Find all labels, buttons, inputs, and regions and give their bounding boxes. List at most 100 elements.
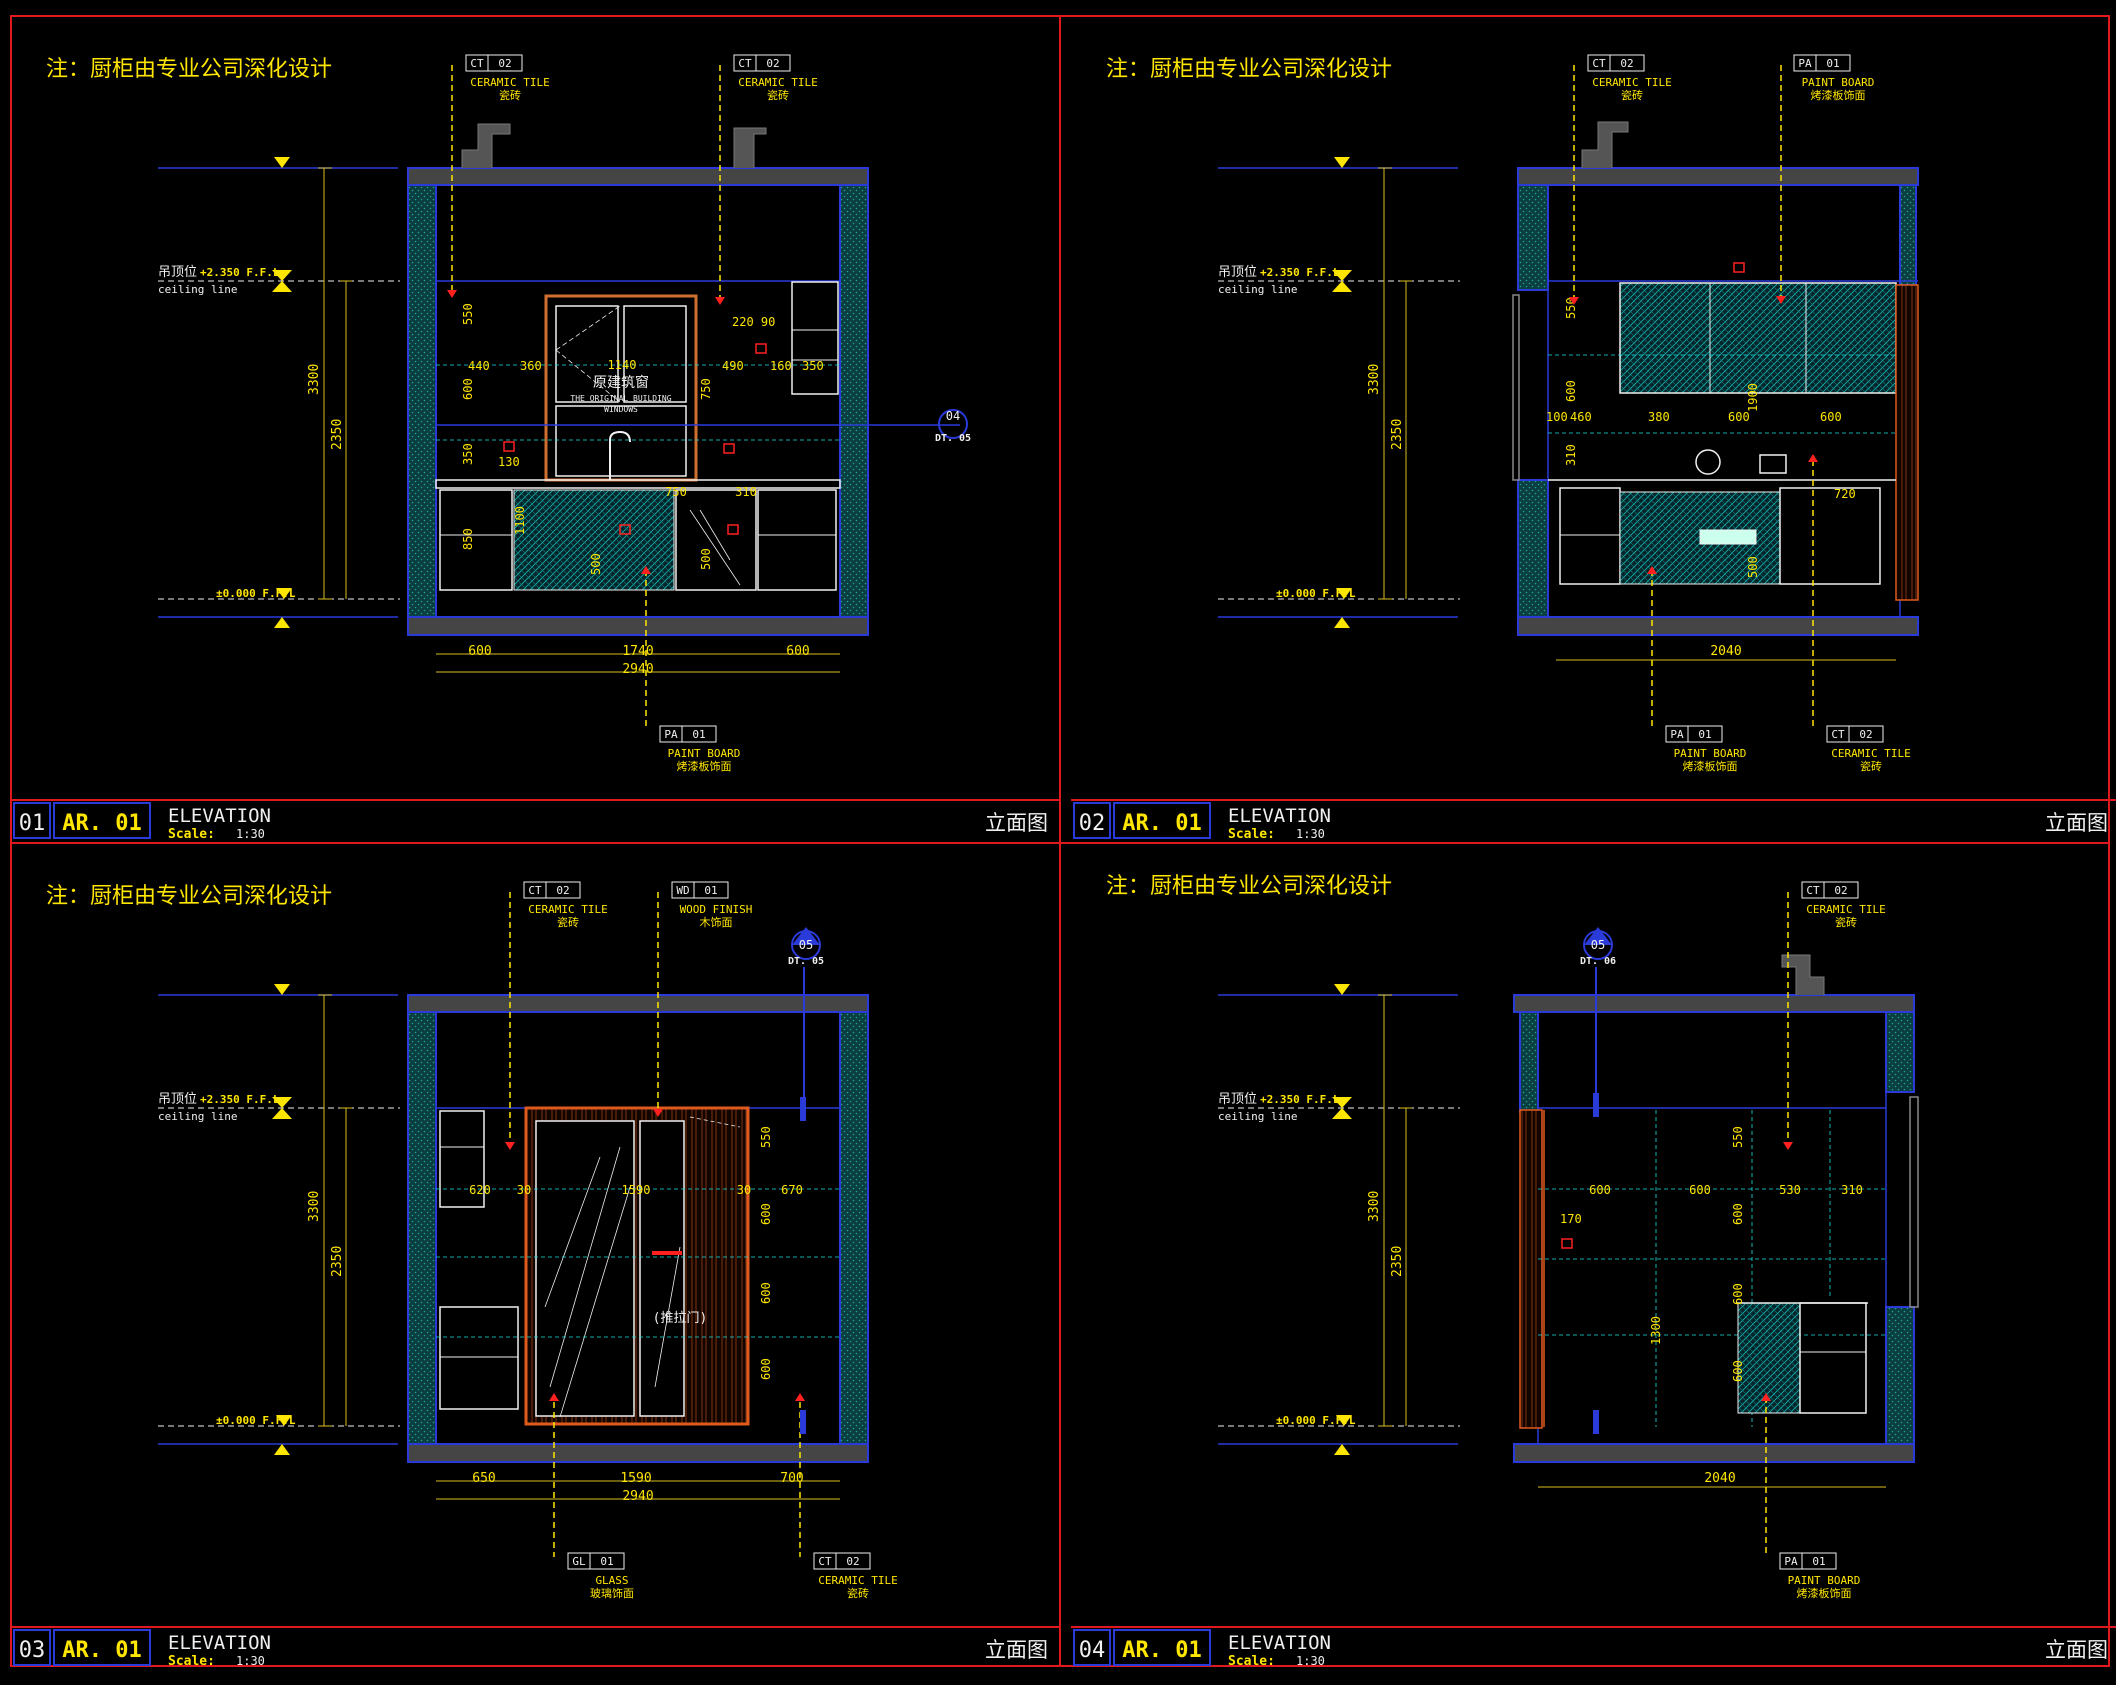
section-cut-marker <box>800 1410 806 1434</box>
material-tag-chinese: 瓷砖 <box>499 88 521 102</box>
dishwasher-vent <box>1699 529 1757 545</box>
dimension: 600 <box>461 378 475 400</box>
callout-number: 05 <box>1591 938 1605 952</box>
material-tag-chinese: 烤漆板饰面 <box>1797 1586 1852 1600</box>
ceiling-slab <box>407 994 869 1013</box>
left-wall-lower <box>1517 479 1549 618</box>
material-tag-english: CERAMIC TILE <box>528 903 607 916</box>
drawing-number-box <box>13 1629 51 1666</box>
dimension: 650 <box>472 1471 495 1486</box>
bottom-level-triangle-icon <box>274 1444 290 1455</box>
scale-label: Scale: <box>1228 1654 1275 1669</box>
floor-slab <box>1513 1443 1915 1463</box>
dimension: 500 <box>589 553 603 575</box>
material-tag-box <box>523 881 581 899</box>
dimension-3300: 3300 <box>307 364 322 395</box>
material-tag-box <box>813 1552 871 1570</box>
dimension: 600 <box>1564 380 1578 402</box>
window-label-en: THE ORIGINAL BUILDING <box>570 394 671 403</box>
dimension: 600 <box>759 1203 773 1225</box>
material-tag-chinese: 瓷砖 <box>1835 915 1857 929</box>
dimension: 670 <box>781 1183 803 1197</box>
pot-icon <box>1759 454 1787 474</box>
design-note: 注：厨柜由专业公司深化设计 <box>46 57 332 82</box>
dimension: 750 <box>699 378 713 400</box>
material-tag-code: CT <box>1592 57 1606 70</box>
leader-arrow <box>549 1393 559 1401</box>
scale-value: 1:30 <box>1296 827 1325 841</box>
dimension: 620 <box>469 1183 491 1197</box>
dimension: 700 <box>780 1471 803 1486</box>
material-tag-number: 01 <box>1698 728 1711 741</box>
floor-level-value: ±0.000 F.F.L <box>1276 587 1356 600</box>
floor-level-icon <box>276 1415 292 1426</box>
socket-marker-icon <box>619 524 631 535</box>
window-lower-pane <box>555 405 687 477</box>
leader-arrow <box>447 290 457 298</box>
bottom-level-triangle-icon <box>1334 1444 1350 1455</box>
right-wall <box>839 1011 869 1445</box>
base-cabinet-left <box>439 489 513 591</box>
ceiling-level-value: +2.350 F.F.L <box>200 266 280 279</box>
beam-section <box>1781 954 1825 995</box>
left-wall <box>407 184 437 618</box>
ceiling-level-icon <box>1332 270 1352 292</box>
window-swing-line <box>555 349 621 403</box>
dimension-2350: 2350 <box>330 1246 345 1277</box>
dimension: 600 <box>1728 410 1750 424</box>
ceiling-label-cn: 吊顶位 <box>158 1092 197 1107</box>
drawing-title-cn: 立面图 <box>985 1638 1048 1662</box>
ceiling-slab <box>1517 167 1919 186</box>
window-swing-line <box>555 305 621 351</box>
ceiling-level-icon <box>272 1097 292 1119</box>
material-tag-english: PAINT BOARD <box>1802 76 1875 89</box>
ceiling-slab <box>407 167 869 186</box>
design-note: 注：厨柜由专业公司深化设计 <box>1106 874 1392 899</box>
material-tag-box <box>567 1552 625 1570</box>
dimension-2350: 2350 <box>1390 419 1405 450</box>
sheet-code: AR. 01 <box>62 1638 141 1663</box>
socket-marker-icon <box>1733 262 1745 273</box>
right-wall-lower <box>1885 1306 1915 1445</box>
floor-level-value: ±0.000 F.F.L <box>216 587 296 600</box>
dimension: 460 <box>1570 410 1592 424</box>
kettle-icon <box>1695 449 1721 475</box>
oven-cabinet <box>675 489 757 591</box>
dimension: 1900 <box>1746 383 1760 412</box>
right-wall <box>839 184 869 618</box>
leader-arrow <box>641 566 651 574</box>
socket-marker-icon <box>1561 1238 1573 1249</box>
dimension: 160 <box>770 359 792 373</box>
material-tag-english: CERAMIC TILE <box>818 1574 897 1587</box>
dimension: 30 <box>517 1183 531 1197</box>
dimension: 100 <box>1546 410 1568 424</box>
material-tag-code: CT <box>528 884 542 897</box>
ceiling-label-en: ceiling line <box>1218 1110 1297 1123</box>
design-note: 注：厨柜由专业公司深化设计 <box>46 884 332 909</box>
dimension: 1590 <box>622 1183 651 1197</box>
dimension: 30 <box>737 1183 751 1197</box>
top-level-triangle-icon <box>1334 157 1350 168</box>
dimension: 550 <box>461 303 475 325</box>
material-tag-number: 01 <box>704 884 717 897</box>
tall-wood-panel <box>1895 284 1919 601</box>
floor-level-value: ±0.000 F.F.L <box>1276 1414 1356 1427</box>
ceiling-level-icon <box>1332 1097 1352 1119</box>
drawing-title: ELEVATION <box>168 1632 271 1654</box>
sheet-frame <box>10 15 2110 1667</box>
drawing-title: ELEVATION <box>1228 1632 1331 1654</box>
dimension: 750 <box>665 485 687 499</box>
leader-arrow <box>1761 1393 1771 1401</box>
sheet-code: AR. 01 <box>62 811 141 836</box>
dimension: 600 <box>468 644 491 659</box>
left-wall-upper <box>1517 184 1549 291</box>
window-pane-right <box>623 305 687 403</box>
material-tag-code: CT <box>470 57 484 70</box>
